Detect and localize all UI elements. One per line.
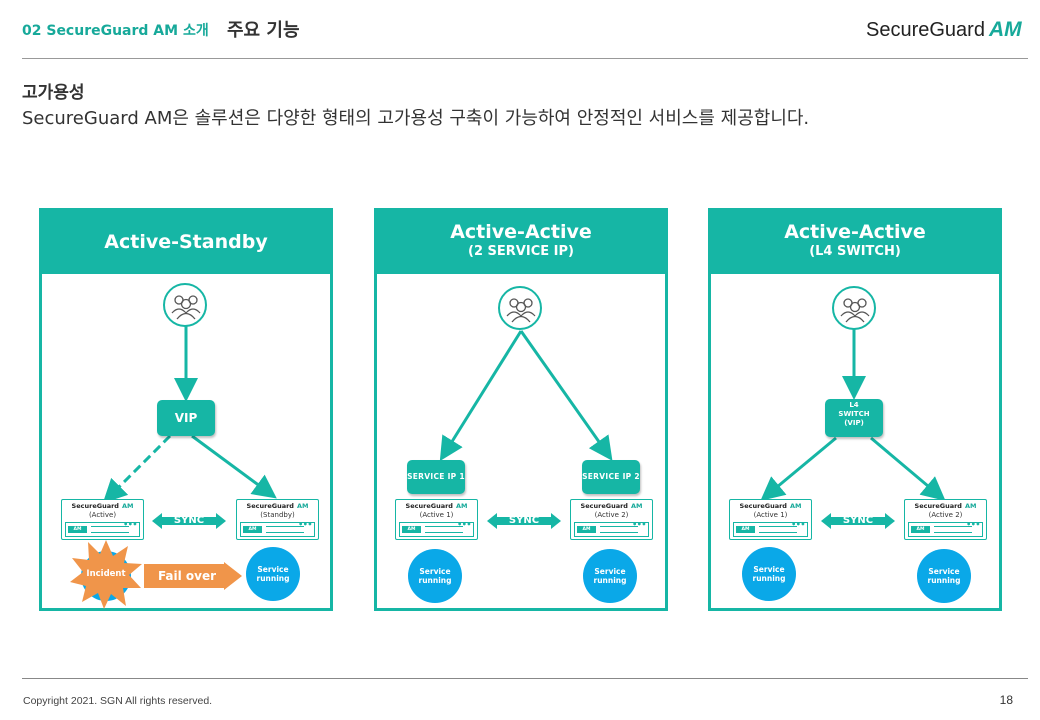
incident-label: Incident <box>86 569 126 579</box>
sync-arrow: SYNC <box>152 513 226 529</box>
server-badge: AM <box>577 526 596 533</box>
connection-lines <box>102 323 277 504</box>
server-badge: AM <box>911 526 930 533</box>
sync-label: SYNC <box>842 515 874 526</box>
connection-lines <box>439 330 613 462</box>
service-running-badge: Service running <box>246 547 300 601</box>
vip-to-standby-arrow <box>191 434 277 499</box>
service-ip-2-node: SERVICE IP 2 <box>582 460 640 494</box>
l4-to-active2-arrow <box>870 436 946 501</box>
service-running-badge: Service running <box>917 549 971 603</box>
users-to-ip1-arrow <box>439 330 523 462</box>
users-icon <box>832 286 876 330</box>
service-running-badge: Service running <box>583 549 637 603</box>
server-badge: AM <box>243 526 262 533</box>
sync-arrow: SYNC <box>821 513 895 529</box>
users-icon <box>163 283 207 327</box>
copyright-text: Copyright 2021. SGN All rights reserved. <box>23 695 213 707</box>
logo-am: AM <box>988 18 1022 41</box>
failover-arrow: Fail over <box>144 562 242 590</box>
panel-header: Active-Active (2 SERVICE IP) <box>377 211 665 274</box>
logo-text: SecureGuard <box>866 19 985 41</box>
l4-line: (VIP) <box>844 419 864 427</box>
panel-header: Active-Active (L4 SWITCH) <box>711 211 999 274</box>
service-ip-1-node: SERVICE IP 1 <box>407 460 465 494</box>
panel-active-active-l4-switch: Active-Active (L4 SWITCH) L4 SWITCH (VIP… <box>708 208 1002 611</box>
vip-to-active-arrow <box>102 434 172 504</box>
section-label: 02 SecureGuard AM 소개 <box>22 23 209 39</box>
server-role: (Active 2) <box>594 511 629 519</box>
sync-label: SYNC <box>508 515 540 526</box>
panel-title: Active-Standby <box>104 231 268 253</box>
server-role: (Active 1) <box>419 511 454 519</box>
server-badge: AM <box>68 526 87 533</box>
server-role: (Active) <box>88 511 117 519</box>
service-running-badge: Service running <box>408 549 462 603</box>
users-to-ip2-arrow <box>519 330 613 461</box>
panel-subtitle: (L4 SWITCH) <box>809 244 901 259</box>
section-title: 고가용성 <box>22 83 85 103</box>
l4-switch-node: L4 SWITCH (VIP) <box>825 399 883 437</box>
vip-node: VIP <box>157 400 215 436</box>
server-badge: AM <box>402 526 421 533</box>
failover-label: Fail over <box>157 569 217 583</box>
l4-to-active1-arrow <box>760 436 837 501</box>
server-role: (Standby) <box>260 511 295 519</box>
panel-subtitle: (2 SERVICE IP) <box>468 244 574 259</box>
connection-lines <box>760 329 946 501</box>
panel-active-active-service-ip: Active-Active (2 SERVICE IP) SERVICE IP … <box>374 208 668 611</box>
server-role: (Active 1) <box>753 511 788 519</box>
section-description: SecureGuard AM은 솔루션은 다양한 형태의 고가용성 구축이 가능… <box>22 108 810 129</box>
page-topic: 주요 기능 <box>227 20 300 41</box>
sync-label: SYNC <box>173 515 205 526</box>
users-icon <box>498 286 542 330</box>
l4-line: L4 <box>849 401 859 409</box>
panel-title: Active-Active <box>450 221 592 243</box>
page-number: 18 <box>999 693 1013 707</box>
server-role: (Active 2) <box>928 511 963 519</box>
panel-title: Active-Active <box>784 221 926 243</box>
server-badge: AM <box>736 526 755 533</box>
l4-line: SWITCH <box>838 410 870 418</box>
incident-burst: Incident <box>68 538 144 610</box>
panel-header: Active-Standby <box>42 211 330 274</box>
footer-divider <box>22 678 1028 679</box>
service-running-badge: Service running <box>742 547 796 601</box>
header-divider <box>22 58 1028 59</box>
sync-arrow: SYNC <box>487 513 561 529</box>
